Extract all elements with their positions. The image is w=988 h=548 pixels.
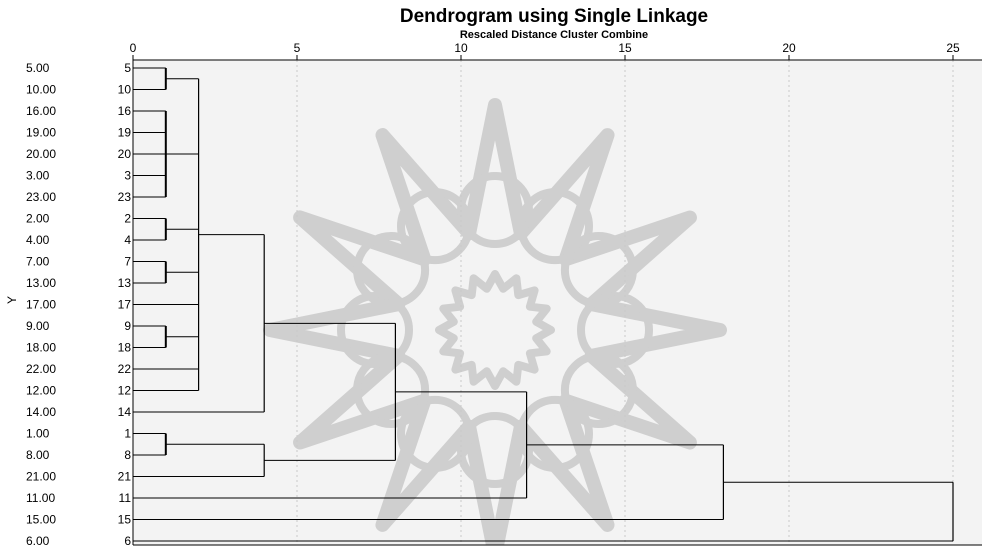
leaf-case-label: 22 <box>118 362 132 376</box>
leaf-value-label: 17.00 <box>26 298 56 312</box>
watermark-ring <box>560 352 637 428</box>
leaf-value-label: 10.00 <box>26 83 56 97</box>
watermark-ring <box>353 232 430 308</box>
leaf-value-label: 20.00 <box>26 147 56 161</box>
leaf-case-label: 18 <box>118 341 132 355</box>
leaf-case-label: 5 <box>124 61 131 75</box>
leaf-value-label: 7.00 <box>26 255 50 269</box>
leaf-case-label: 15 <box>118 513 132 527</box>
chart-title: Dendrogram using Single Linkage <box>400 6 708 27</box>
leaf-case-label: 3 <box>124 169 131 183</box>
grid-lines <box>296 60 954 545</box>
leaf-value-label: 12.00 <box>26 384 56 398</box>
leaf-value-label: 18.00 <box>26 341 56 355</box>
leaf-value-label: 23.00 <box>26 190 56 204</box>
x-tick-label: 10 <box>454 41 468 55</box>
watermark-flower <box>435 270 555 390</box>
leaf-value-label: 8.00 <box>26 448 50 462</box>
leaf-case-label: 21 <box>118 470 132 484</box>
leaf-value-label: 14.00 <box>26 405 56 419</box>
leaf-case-label: 4 <box>124 233 131 247</box>
leaf-value-label: 21.00 <box>26 470 56 484</box>
leaf-case-label: 20 <box>118 147 132 161</box>
x-tick-label: 15 <box>618 41 632 55</box>
x-tick-label: 20 <box>782 41 796 55</box>
watermark-ornament <box>263 98 727 545</box>
leaf-case-label: 12 <box>118 384 132 398</box>
leaf-value-label: 9.00 <box>26 319 50 333</box>
leaf-value-label: 2.00 <box>26 212 50 226</box>
watermark-star <box>263 98 727 545</box>
leaf-value-label: 16.00 <box>26 104 56 118</box>
leaf-case-label: 6 <box>124 534 131 548</box>
leaf-value-label: 6.00 <box>26 534 50 548</box>
x-axis-ticks: 0 5 10 15 20 25 <box>130 41 960 60</box>
x-tick-label: 5 <box>294 41 301 55</box>
leaf-value-label: 4.00 <box>26 233 50 247</box>
chart-subtitle: Rescaled Distance Cluster Combine <box>460 29 648 41</box>
leaf-case-label: 7 <box>124 255 131 269</box>
leaf-value-label: 22.00 <box>26 362 56 376</box>
leaf-case-label: 23 <box>118 190 132 204</box>
leaf-value-label: 3.00 <box>26 169 50 183</box>
leaf-value-label: 13.00 <box>26 276 56 290</box>
leaf-case-label: 13 <box>118 276 132 290</box>
leaf-value-label: 1.00 <box>26 427 50 441</box>
leaf-case-label: 16 <box>118 104 132 118</box>
x-tick-label: 25 <box>946 41 960 55</box>
watermark-ring <box>560 232 637 308</box>
leaf-case-label: 9 <box>124 319 131 333</box>
leaf-case-label: 1 <box>124 427 131 441</box>
leaf-case-label: 17 <box>118 298 132 312</box>
watermark-ring <box>517 188 593 265</box>
leaf-value-label: 15.00 <box>26 513 56 527</box>
leaf-case-label: 11 <box>119 491 132 505</box>
leaf-case-label: 8 <box>124 448 131 462</box>
leaf-case-label: 14 <box>118 405 132 419</box>
x-tick-label: 0 <box>130 41 137 55</box>
leaf-value-label: 11.00 <box>26 491 55 505</box>
leaf-case-label: 10 <box>118 83 132 97</box>
leaf-case-label: 19 <box>118 126 132 140</box>
leaf-value-label: 19.00 <box>26 126 56 140</box>
dendrogram-tree <box>133 67 954 542</box>
y-axis-label: Y <box>5 296 19 304</box>
leaf-case-label: 2 <box>124 212 131 226</box>
leaf-value-label: 5.00 <box>26 61 50 75</box>
watermark-ring <box>397 395 473 472</box>
